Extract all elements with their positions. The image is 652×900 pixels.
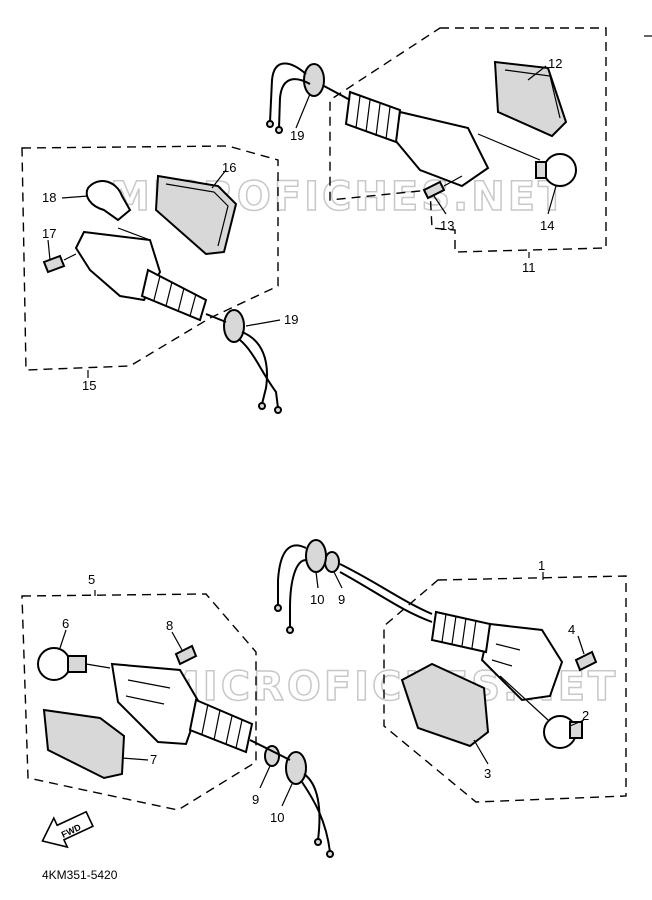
screw-13 [422,180,446,200]
lens-12 [493,60,568,138]
washer-9-left [264,745,280,767]
stem-top-left [140,268,208,322]
callout-12: 12 [548,56,562,71]
callout-3: 3 [484,766,491,781]
housing-bottom-right [480,622,564,702]
washer-9-right [324,551,340,573]
assembly-15-boundary [21,145,279,371]
callout-11: 11 [522,260,536,275]
callout-8: 8 [166,618,173,633]
assembly-5-boundary [21,593,257,811]
callout-9-left: 9 [252,792,259,807]
callout-19-left: 19 [284,312,298,327]
grommet-19-top [303,63,325,97]
callout-19-top: 19 [290,128,304,143]
screw-8 [174,644,198,666]
assembly-11-boundary [329,27,607,253]
callout-17: 17 [42,226,56,241]
callout-2: 2 [582,708,589,723]
callout-10-left: 10 [270,810,284,825]
stem-bottom-left [188,698,254,754]
callout-14: 14 [540,218,554,233]
diagram-code: 4KM351-5420 [42,868,118,882]
grommet-10-right [305,539,327,573]
stem-bottom-right [430,610,492,654]
stem-top-right [344,90,402,144]
housing-top-left [74,230,162,302]
lens-3 [400,662,490,748]
bulb-18 [85,180,132,222]
callout-7: 7 [150,752,157,767]
callout-6: 6 [62,616,69,631]
callout-4: 4 [568,622,575,637]
screw-4 [574,650,598,672]
lens-7 [42,708,126,780]
fwd-arrow-icon: FWD [41,810,95,849]
grommet-19-left [223,309,245,343]
callout-13: 13 [440,218,454,233]
screw-17 [42,254,66,274]
housing-bottom-left [110,662,202,746]
callout-15: 15 [82,378,96,393]
assembly-11-group: 19 12 13 14 11 [266,27,607,275]
bulb-14 [543,153,577,187]
callout-10-right: 10 [310,592,324,607]
callout-5: 5 [88,572,95,587]
assembly-15-group: 16 18 17 19 15 [21,145,298,414]
assembly-1-group: 1 4 2 3 10 9 [274,539,627,803]
callout-9-right: 9 [338,592,345,607]
callout-16: 16 [222,160,236,175]
assembly-1-boundary [383,575,627,803]
grommet-10-left [285,751,307,785]
lens-16 [154,174,238,256]
callout-18: 18 [42,190,56,205]
callout-1: 1 [538,558,545,573]
bulb-6 [37,647,71,681]
assembly-5-group: 5 6 8 7 9 10 [21,572,334,858]
